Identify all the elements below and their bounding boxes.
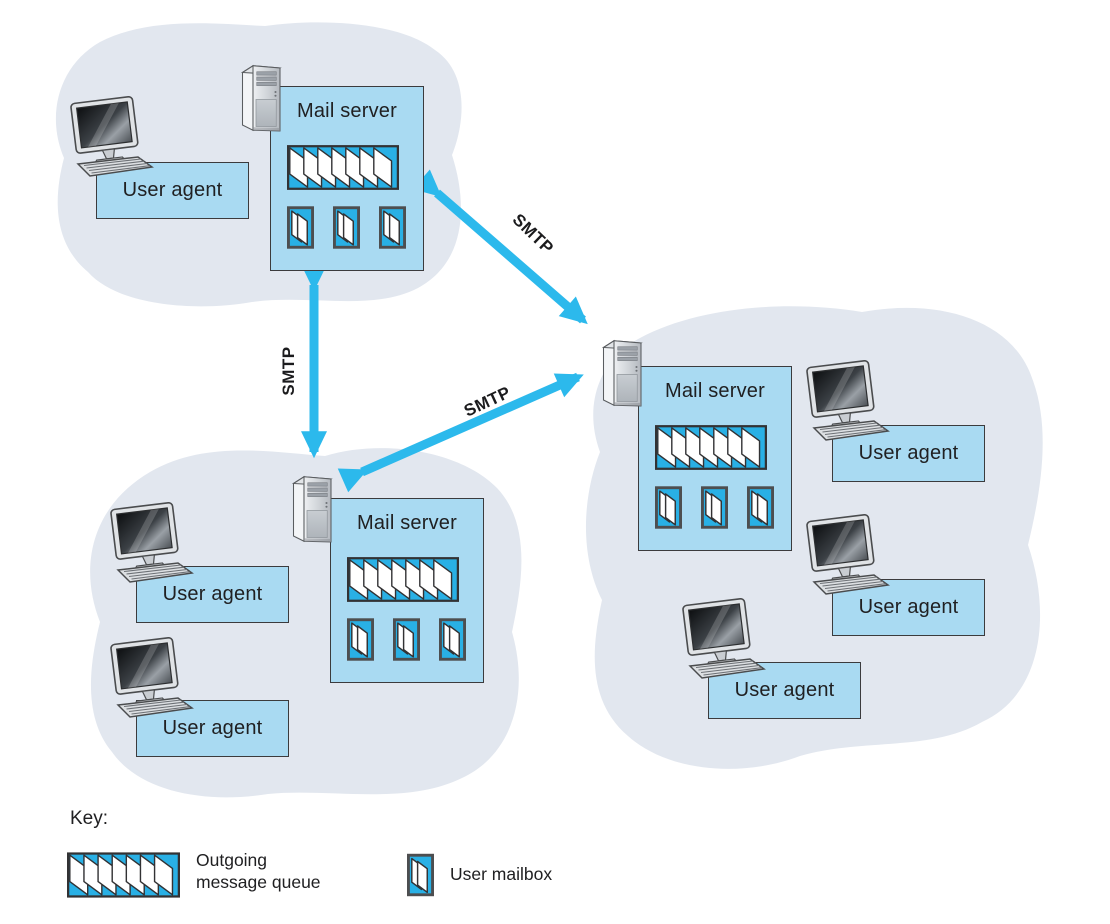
desktop-computer-icon — [109, 637, 193, 718]
user-agent-label: User agent — [858, 442, 959, 464]
mail-server-label: Mail server — [357, 512, 457, 534]
smtp-arrow-top-diagonal — [412, 169, 588, 325]
mail-server-label: Mail server — [665, 380, 765, 402]
user-agent-label: User agent — [734, 679, 835, 701]
user-mailbox-icon — [701, 486, 728, 529]
smtp-link-label: SMTP — [279, 346, 298, 396]
user-mailbox-icon — [393, 618, 420, 661]
server-tower-icon — [241, 65, 281, 132]
outgoing-queue-icon — [67, 852, 180, 898]
user-mailbox-icon — [407, 853, 434, 897]
smtp-arrow-mid-diagonal — [337, 372, 584, 493]
mail-server-box-top-left: Mail server — [270, 86, 424, 271]
user-mailbox-icon — [747, 486, 774, 529]
outgoing-queue-icon — [287, 145, 399, 190]
server-tower-icon — [292, 476, 332, 543]
user-mailbox-icon — [379, 206, 406, 249]
user-agent-label: User agent — [858, 596, 959, 618]
server-tower-icon — [602, 340, 642, 407]
user-agent-label: User agent — [162, 717, 263, 739]
key-mailbox-label: User mailbox — [450, 864, 553, 884]
user-mailbox-icon — [347, 618, 374, 661]
user-mailbox-icon — [439, 618, 466, 661]
outgoing-queue-icon — [347, 557, 459, 602]
desktop-computer-icon — [681, 598, 765, 679]
mail-server-box-bottom-left: Mail server — [330, 498, 484, 683]
key-queue-label-line2: message queue — [196, 872, 321, 892]
mailbox-row — [347, 618, 466, 661]
user-mailbox-icon — [655, 486, 682, 529]
user-agent-label: User agent — [162, 583, 263, 605]
user-agent-box: User agent — [136, 566, 289, 623]
desktop-computer-icon — [109, 502, 193, 583]
mail-server-box-right: Mail server — [638, 366, 792, 551]
outgoing-queue-icon — [655, 425, 767, 470]
mailbox-row — [287, 206, 406, 249]
user-agent-box: User agent — [96, 162, 249, 219]
desktop-computer-icon — [805, 514, 889, 595]
user-mailbox-icon — [333, 206, 360, 249]
user-mailbox-icon — [287, 206, 314, 249]
key-queue-label-line1: Outgoing — [196, 850, 268, 870]
desktop-computer-icon — [69, 96, 153, 177]
desktop-computer-icon — [805, 360, 889, 441]
mailbox-row — [655, 486, 774, 529]
user-agent-label: User agent — [122, 179, 223, 201]
key-heading: Key: — [70, 808, 109, 829]
mail-server-label: Mail server — [297, 100, 397, 122]
key-queue-label: Outgoing message queue — [196, 849, 321, 893]
